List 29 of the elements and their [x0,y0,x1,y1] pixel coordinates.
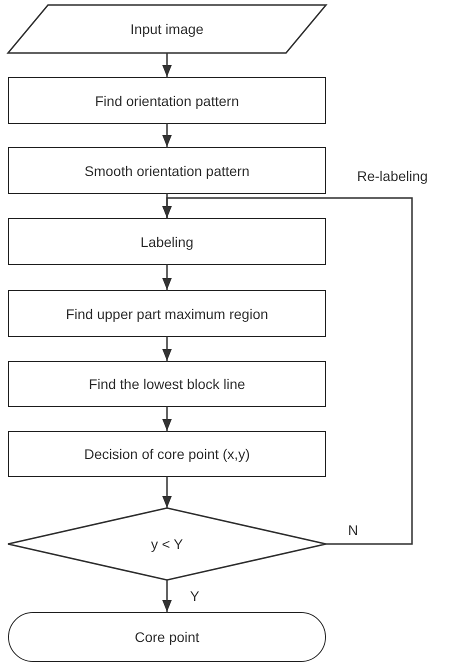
arrow [162,197,413,545]
process-box [8,431,326,477]
edge-label: Y [189,588,200,604]
arrow [162,407,172,431]
arrow [162,580,172,612]
process-box [8,77,326,124]
node-label: Core point [134,629,200,645]
arrow [162,53,172,77]
arrow [162,265,172,290]
node-label: Smooth orientation pattern [84,162,250,178]
node-label: Find the lowest block line [88,376,246,392]
arrow [162,124,172,147]
node-label: Labeling [140,234,194,250]
node-label: Decision of core point (x,y) [84,446,250,462]
decision-diamond [8,508,326,580]
input-parallelogram [8,5,326,53]
edge-label: N [347,522,360,538]
node-label: Find orientation pattern [95,92,239,108]
process-box [8,361,326,407]
process-box [8,290,326,337]
arrow [162,477,172,508]
process-box [8,218,326,265]
terminal-box [8,612,326,662]
arrow [162,337,172,361]
process-box [8,147,326,194]
node-label: Find upper part maximum region [66,306,268,322]
loop-label: Re-labeling [356,168,429,184]
node-label: y < Y [150,536,184,552]
node-label: Input image [130,21,204,37]
